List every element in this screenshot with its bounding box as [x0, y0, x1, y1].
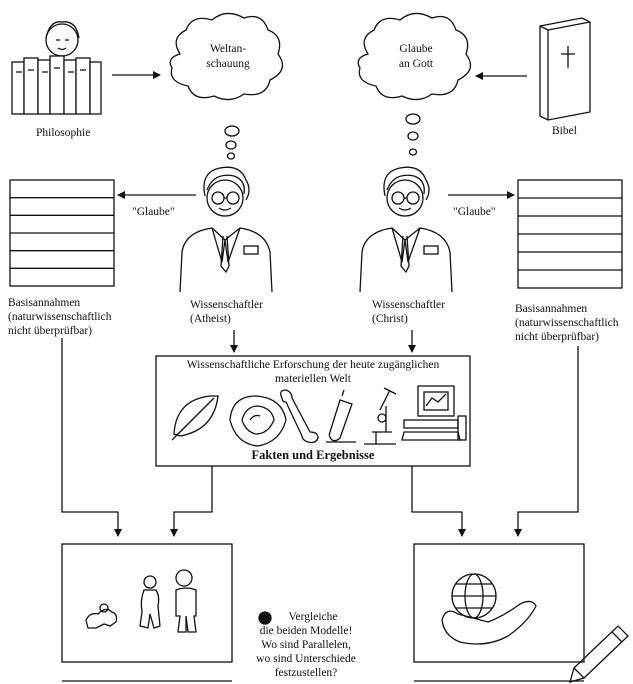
research-title: Wissenschaftliche Erforschung der heute … [156, 358, 470, 386]
scientist-right-line1: Wissenschaftler [372, 299, 445, 311]
scientist-christ-icon [359, 166, 453, 293]
facts-label: Fakten und Ergebnisse [251, 448, 375, 462]
research-box [155, 355, 471, 467]
scientist-left-line1: Wissenschaftler [190, 299, 263, 311]
flow-line-basis-left [61, 338, 122, 537]
microscope-icon [364, 387, 397, 445]
creation-model-box [413, 543, 585, 663]
glaube-label-left: "Glaube" [132, 206, 175, 218]
compare-line4: wo sind Unterschiede [256, 653, 356, 665]
glaube-cloud [357, 12, 472, 101]
philosophie-label: Philosophie [36, 127, 91, 139]
fossil-shell-icon [229, 395, 287, 447]
glaube-gott-line1: Glaube [399, 43, 433, 55]
basis-box-left [9, 179, 115, 287]
basis-left-line2: (naturwissenschaftlich [8, 311, 112, 323]
thought-bubbles-right [405, 113, 421, 156]
weltanschauung-line2: schauung [206, 58, 250, 70]
glaube-gott-text: Glaube an Gott [384, 42, 448, 72]
pencil-icon [569, 625, 629, 683]
evolution-figures-icon [85, 569, 197, 633]
scientist-right-label: Wissenschaftler (Christ) [372, 298, 445, 326]
basis-right-line2: (naturwissenschaftlich [515, 317, 619, 329]
flow-line-basis-right [514, 346, 579, 537]
flow-line-research-left [170, 466, 213, 537]
compare-line5: festzustellen? [274, 667, 338, 679]
basis-box-right [517, 179, 623, 289]
weltanschauung-line1: Weltan- [209, 43, 247, 55]
compare-line1: Vergleiche [288, 611, 338, 623]
scientist-right-line2: (Christ) [372, 313, 408, 325]
glaube-gott-line2: an Gott [398, 58, 434, 70]
research-line1: Wissenschaftliche Erforschung der heute … [186, 359, 440, 371]
leaf-icon [171, 395, 219, 441]
computer-icon [401, 385, 467, 441]
bible-icon [539, 17, 591, 121]
bibel-label: Bibel [552, 125, 577, 137]
basis-left-text: Basisannahmen (naturwissenschaftlich nic… [8, 296, 111, 338]
compare-text: Vergleiche die beiden Modelle! Wo sind P… [244, 610, 368, 684]
bone-icon [280, 389, 319, 444]
weltanschauung-cloud [169, 12, 284, 101]
scientist-atheist-icon [179, 166, 273, 293]
compare-line3: Wo sind Parallelen, [261, 639, 351, 651]
test-tube-icon [326, 389, 356, 443]
flow-line-research-right [411, 466, 466, 537]
philosophy-books-icon [11, 21, 102, 115]
basis-right-text: Basisannahmen (naturwissenschaftlich nic… [515, 302, 618, 344]
scientist-left-label: Wissenschaftler (Atheist) [190, 298, 263, 326]
globe-in-hand-icon [441, 573, 537, 645]
basis-right-line1: Basisannahmen [515, 303, 588, 315]
bullet-dot [258, 611, 272, 625]
compare-line2: die beiden Modelle! [259, 625, 353, 637]
evolution-model-box [61, 543, 233, 663]
research-line2: materiellen Welt [275, 373, 351, 385]
basis-left-line3: nicht überprüfbar) [8, 325, 92, 337]
basis-right-line3: nicht überprüfbar) [515, 331, 599, 343]
basis-left-line1: Basisannahmen [8, 297, 81, 309]
weltanschauung-text: Weltan- schauung [196, 42, 260, 72]
glaube-label-right: "Glaube" [453, 206, 496, 218]
thought-bubbles-left [224, 125, 240, 160]
scientist-left-line2: (Atheist) [190, 313, 231, 325]
